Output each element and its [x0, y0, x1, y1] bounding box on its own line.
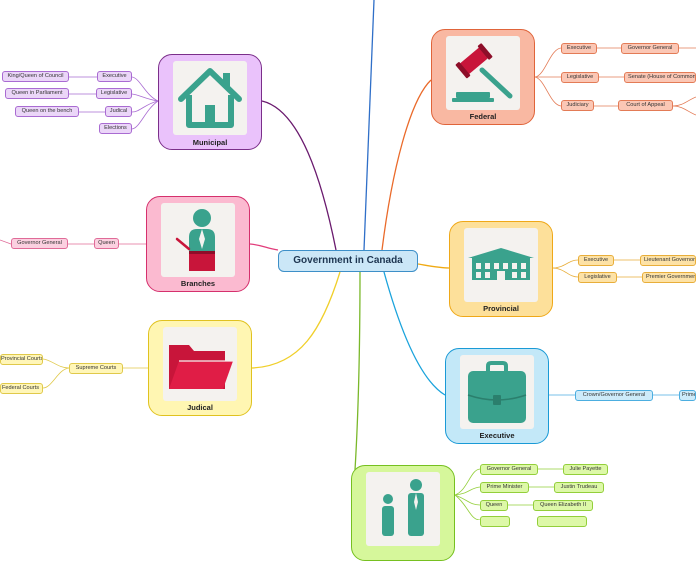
connector-provincial	[417, 263, 450, 269]
municipal-detail-executive[interactable]: King/Queen of Council	[2, 71, 69, 82]
people-connectors	[454, 468, 563, 520]
federal-label: Federal	[469, 112, 497, 121]
central-topic[interactable]: Government in Canada	[278, 250, 418, 272]
people-item-governor-general[interactable]: Governor General	[480, 464, 538, 475]
topic-executive[interactable]: Executive	[445, 348, 549, 444]
connector-judical	[251, 271, 341, 369]
branches-icon-tile	[161, 203, 235, 277]
federal-connectors	[534, 47, 696, 116]
federal-icon-tile	[446, 36, 520, 110]
people-icon	[382, 479, 424, 536]
judical-connectors	[42, 358, 148, 389]
provincial-item-legislative[interactable]: Legislative	[578, 272, 617, 283]
people-detail-julie-payette[interactable]: Julie Payette	[563, 464, 608, 475]
house-icon	[178, 68, 242, 128]
executive-icon-tile	[460, 355, 534, 429]
municipal-item-executive[interactable]: Executive	[97, 71, 132, 82]
topic-branches[interactable]: Branches	[146, 196, 250, 292]
municipal-item-judical[interactable]: Judical	[105, 106, 132, 117]
connector-municipal	[261, 100, 337, 251]
branches-item-queen[interactable]: Queen	[94, 238, 119, 249]
topic-municipal[interactable]: Municipal	[158, 54, 262, 150]
provincial-detail-premier-government[interactable]: Premier Government	[642, 272, 696, 283]
connector-people	[354, 271, 361, 471]
connector-lines	[0, 0, 696, 520]
topic-judical[interactable]: Judical	[148, 320, 252, 416]
executive-label: Executive	[479, 431, 515, 440]
people-detail-queen-elizabeth[interactable]: Queen Elizabeth II	[533, 500, 593, 511]
people-item-blank[interactable]	[480, 516, 510, 527]
people-item-queen[interactable]: Queen	[480, 500, 508, 511]
executive-detail-prime-minister[interactable]: Prime Minister	[679, 390, 696, 401]
people-item-prime-minister[interactable]: Prime Minister	[480, 482, 529, 493]
judical-icon-tile	[163, 327, 237, 401]
provincial-detail-lieutenant-governor[interactable]: Lieutenant Governor	[640, 255, 696, 266]
branches-detail-governor-general[interactable]: Governor General	[11, 238, 68, 249]
judical-item-supreme-courts[interactable]: Supreme Courts	[69, 363, 123, 374]
briefcase-icon	[467, 361, 527, 423]
federal-item-executive[interactable]: Executive	[561, 43, 597, 54]
judical-label: Judical	[187, 403, 213, 412]
executive-item-crown-governor-general[interactable]: Crown/Governor General	[575, 390, 653, 401]
provincial-item-executive[interactable]: Executive	[578, 255, 614, 266]
municipal-detail-judical[interactable]: Queen on the bench	[15, 106, 79, 117]
municipal-item-legislative[interactable]: Legislative	[96, 88, 132, 99]
topic-federal[interactable]: Federal	[431, 29, 535, 125]
federal-item-legislative[interactable]: Legislative	[561, 72, 599, 83]
judical-item-federal-courts[interactable]: Federal Courts	[0, 383, 43, 394]
municipal-item-elections[interactable]: Elections	[99, 123, 132, 134]
provincial-icon-tile	[464, 228, 538, 302]
judical-item-provincial-courts[interactable]: Provincial Courts	[0, 354, 43, 365]
people-icon-tile	[366, 472, 440, 546]
federal-detail-court-of-appeal[interactable]: Court of Appeal	[618, 100, 673, 111]
people-detail-blank[interactable]	[537, 516, 587, 527]
folder-icon	[169, 345, 233, 389]
federal-detail-governor-general[interactable]: Governor General	[621, 43, 679, 54]
connector-executive	[383, 271, 446, 396]
federal-item-judiciary[interactable]: Judiciary	[561, 100, 594, 111]
people-detail-justin-trudeau[interactable]: Justin Trudeau	[554, 482, 604, 493]
branches-connectors	[0, 239, 146, 245]
municipal-detail-legislative[interactable]: Queen in Parliament	[5, 88, 69, 99]
speaker-at-podium-icon	[175, 209, 215, 271]
branches-label: Branches	[180, 279, 216, 288]
connector-branches	[249, 243, 279, 251]
connector-federal	[381, 79, 432, 251]
topic-people[interactable]	[351, 465, 455, 561]
municipal-label: Municipal	[192, 138, 228, 147]
provincial-connectors	[551, 259, 642, 278]
connector-top	[363, 0, 375, 251]
legislature-building-icon	[468, 248, 534, 280]
municipal-connectors	[69, 76, 159, 130]
gavel-icon	[452, 43, 513, 102]
provincial-label: Provincial	[483, 304, 519, 313]
municipal-icon-tile	[173, 61, 247, 135]
topic-provincial[interactable]: Provincial	[449, 221, 553, 317]
federal-detail-senate[interactable]: Senate (House of Commons)	[624, 72, 696, 83]
